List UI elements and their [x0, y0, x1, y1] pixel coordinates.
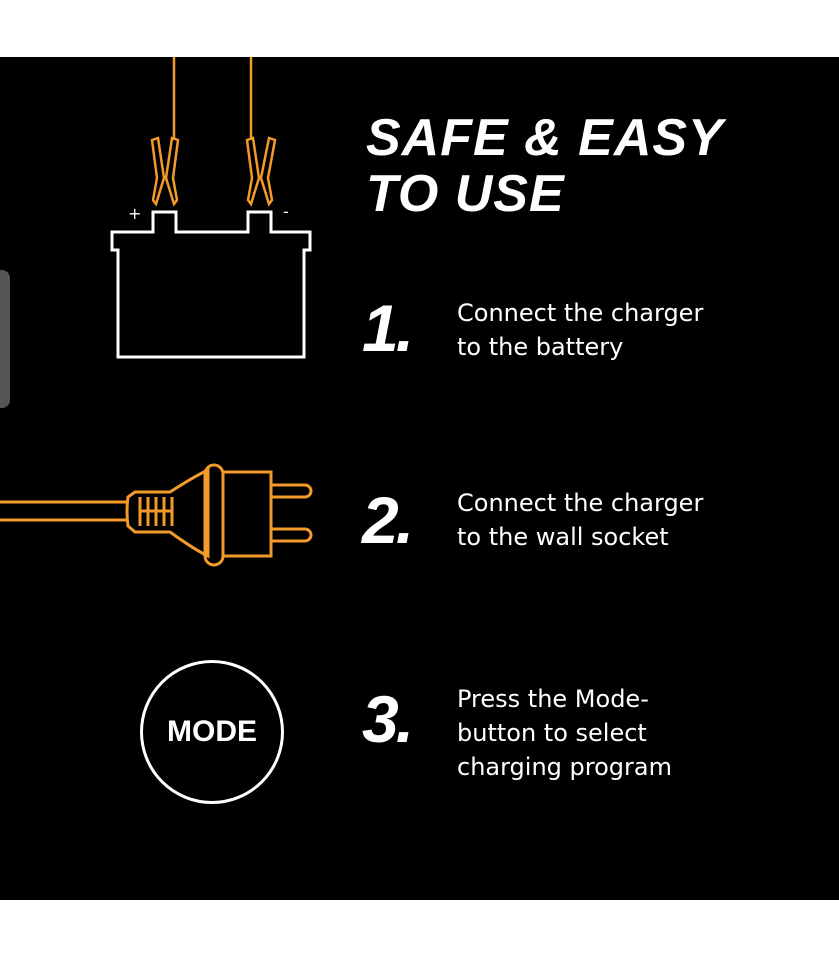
minus-label: - — [283, 202, 289, 221]
step-3-number: 3. — [362, 682, 414, 756]
step-2-number: 2. — [362, 483, 414, 557]
step-3-line-3: charging program — [457, 753, 672, 781]
side-handle[interactable] — [0, 270, 10, 408]
title-line-2: TO USE — [366, 165, 565, 223]
step-2-line-1: Connect the charger — [457, 489, 704, 517]
page-title: SAFE & EASY TO USE — [366, 110, 724, 222]
battery-icon — [110, 210, 312, 359]
step-1-text: Connect the charger to the battery — [457, 296, 703, 364]
plug-icon — [0, 463, 313, 567]
clamp-icon — [150, 57, 277, 207]
step-2-text: Connect the charger to the wall socket — [457, 486, 703, 554]
instruction-panel — [0, 57, 839, 900]
step-1-line-2: to the battery — [457, 333, 624, 361]
step-3-line-1: Press the Mode- — [457, 685, 649, 713]
step-1-number: 1. — [362, 291, 414, 365]
step-3-text: Press the Mode- button to select chargin… — [457, 682, 672, 784]
title-line-1: SAFE & EASY — [366, 109, 724, 167]
mode-button-icon: MODE — [140, 660, 284, 804]
plus-label: + — [128, 204, 141, 223]
step-2-line-2: to the wall socket — [457, 523, 669, 551]
step-1-line-1: Connect the charger — [457, 299, 704, 327]
step-3-line-2: button to select — [457, 719, 647, 747]
